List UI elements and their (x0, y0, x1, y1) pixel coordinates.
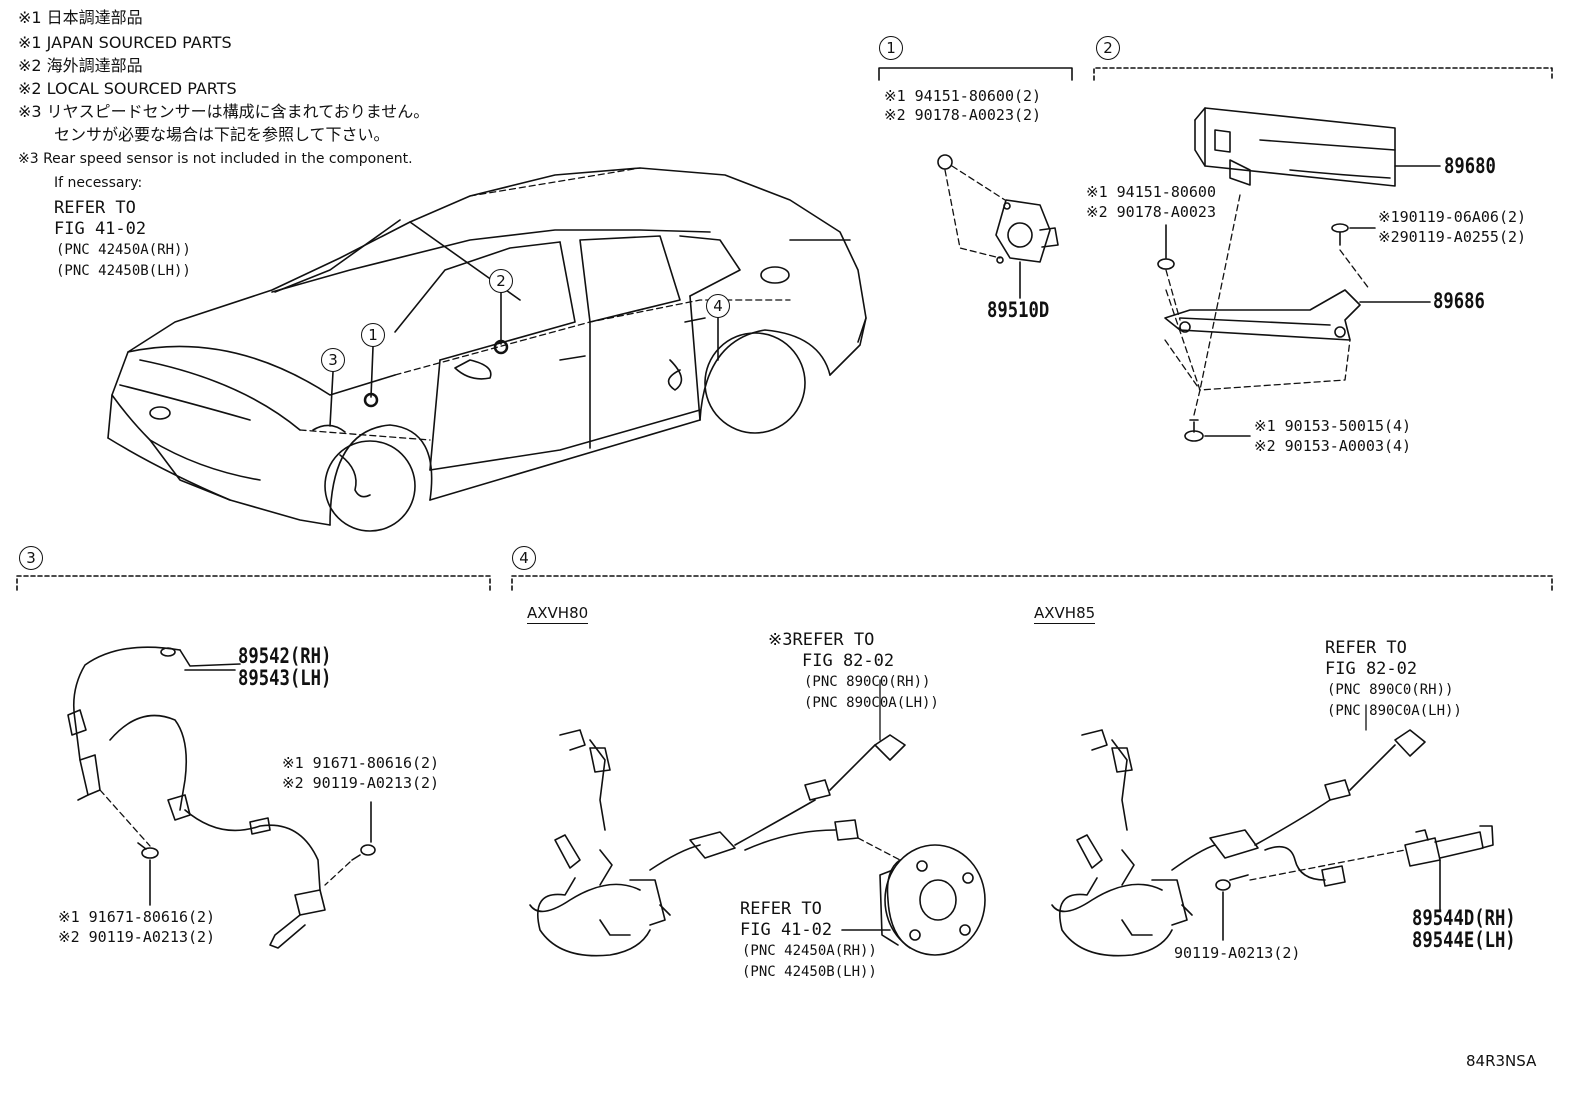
bolt-3a (137, 842, 159, 859)
section-4-a-ref-4: (PNC 890C0A(LH)) (804, 695, 939, 711)
section-2-nut-1: ※1 94151-80600 (1086, 183, 1216, 201)
note-refer-3: (PNC 42450A(RH)) (56, 242, 191, 258)
section-4-a-hub-3: (PNC 42450A(RH)) (742, 943, 877, 959)
section-4-b-ref-4: (PNC 890C0A(LH)) (1327, 703, 1462, 719)
section-1-part: 89510D (987, 298, 1050, 322)
screw-2 (1331, 223, 1349, 246)
section-2-screw-2: ※290119-A0255(2) (1378, 228, 1527, 246)
note-line-8: If necessary: (54, 175, 143, 191)
section-4-b-ref-2: FIG 82-02 (1325, 659, 1418, 679)
section-4-b-part-rh: 89544D(RH) (1412, 906, 1516, 930)
note-line-5: ※3 リヤスピードセンサーは構成に含まれておりません。 (18, 102, 430, 121)
bracket-89686 (1164, 289, 1361, 341)
section-2-number: 2 (1096, 36, 1120, 60)
section-4-a-hub-2: FIG 41-02 (740, 920, 833, 940)
section-2-nut-2: ※2 90178-A0023 (1086, 203, 1216, 221)
section-3-part-rh: 89542(RH) (238, 644, 332, 668)
section-3-part-lh: 89543(LH) (238, 666, 332, 690)
section-4-number: 4 (512, 546, 536, 570)
section-4-a-hub-4: (PNC 42450B(LH)) (742, 964, 877, 980)
rear-hub-axvh80 (879, 844, 986, 956)
bolt-3b (351, 844, 376, 861)
ecu-89680 (1194, 107, 1396, 187)
section-4-a-ref-3: (PNC 890C0(RH)) (804, 674, 931, 690)
note-line-6: センサが必要な場合は下記を参照して下さい。 (54, 125, 390, 144)
section-4-model-b: AXVH85 (1034, 604, 1096, 624)
car-illustration (107, 167, 867, 532)
section-3-bolt-a-1: ※1 91671-80616(2) (58, 908, 216, 926)
front-speed-sensor (67, 646, 326, 949)
callout-2: 2 (489, 269, 513, 293)
nut-2 (1157, 224, 1175, 270)
section-4-model-a: AXVH80 (527, 604, 589, 624)
section-2-ecu: 89680 (1444, 154, 1496, 178)
callout-4: 4 (706, 294, 730, 318)
section-1-bolt-1: ※1 94151-80600(2) (884, 87, 1042, 105)
bolt-4b (1215, 874, 1249, 891)
note-line-3: ※2 海外調達部品 (18, 56, 143, 75)
section-4-b-bolt: 90119-A0213(2) (1174, 944, 1301, 962)
section-4-a-ref-1: ※3REFER TO (768, 630, 875, 650)
note-refer-4: (PNC 42450B(LH)) (56, 263, 191, 279)
section-3-number: 3 (19, 546, 43, 570)
section-2-bracket: 89686 (1433, 289, 1485, 313)
section-4-b-ref-3: (PNC 890C0(RH)) (1327, 682, 1454, 698)
section-3-bolt-b-2: ※2 90119-A0213(2) (282, 774, 440, 792)
bolt-2 (1184, 419, 1204, 442)
sensor-89510d (937, 154, 1059, 264)
rear-harness-axvh80 (529, 729, 906, 957)
speed-sensor-89544 (1404, 825, 1494, 867)
callout-1: 1 (361, 323, 385, 347)
callout-3: 3 (321, 348, 345, 372)
illustration-code: 84R3NSA (1466, 1052, 1537, 1070)
rear-harness-axvh85 (1051, 729, 1426, 957)
section-3-bolt-b-1: ※1 91671-80616(2) (282, 754, 440, 772)
section-4-a-ref-2: FIG 82-02 (802, 651, 895, 671)
note-line-1: ※1 日本調達部品 (18, 8, 143, 27)
section-2-screw-1: ※190119-06A06(2) (1378, 208, 1527, 226)
note-line-2: ※1 JAPAN SOURCED PARTS (18, 33, 232, 52)
section-1-bolt-2: ※2 90178-A0023(2) (884, 106, 1042, 124)
note-refer-1: REFER TO (54, 198, 136, 218)
note-line-4: ※2 LOCAL SOURCED PARTS (18, 79, 237, 98)
note-line-7: ※3 Rear speed sensor is not included in … (18, 151, 413, 167)
section-4-b-part-lh: 89544E(LH) (1412, 928, 1516, 952)
section-2-bolt-2: ※2 90153-A0003(4) (1254, 437, 1412, 455)
section-1-number: 1 (879, 36, 903, 60)
section-4-a-hub-1: REFER TO (740, 899, 822, 919)
section-4-b-ref-1: REFER TO (1325, 638, 1407, 658)
section-3-bolt-a-2: ※2 90119-A0213(2) (58, 928, 216, 946)
section-2-bolt-1: ※1 90153-50015(4) (1254, 417, 1412, 435)
note-refer-2: FIG 41-02 (54, 219, 147, 239)
